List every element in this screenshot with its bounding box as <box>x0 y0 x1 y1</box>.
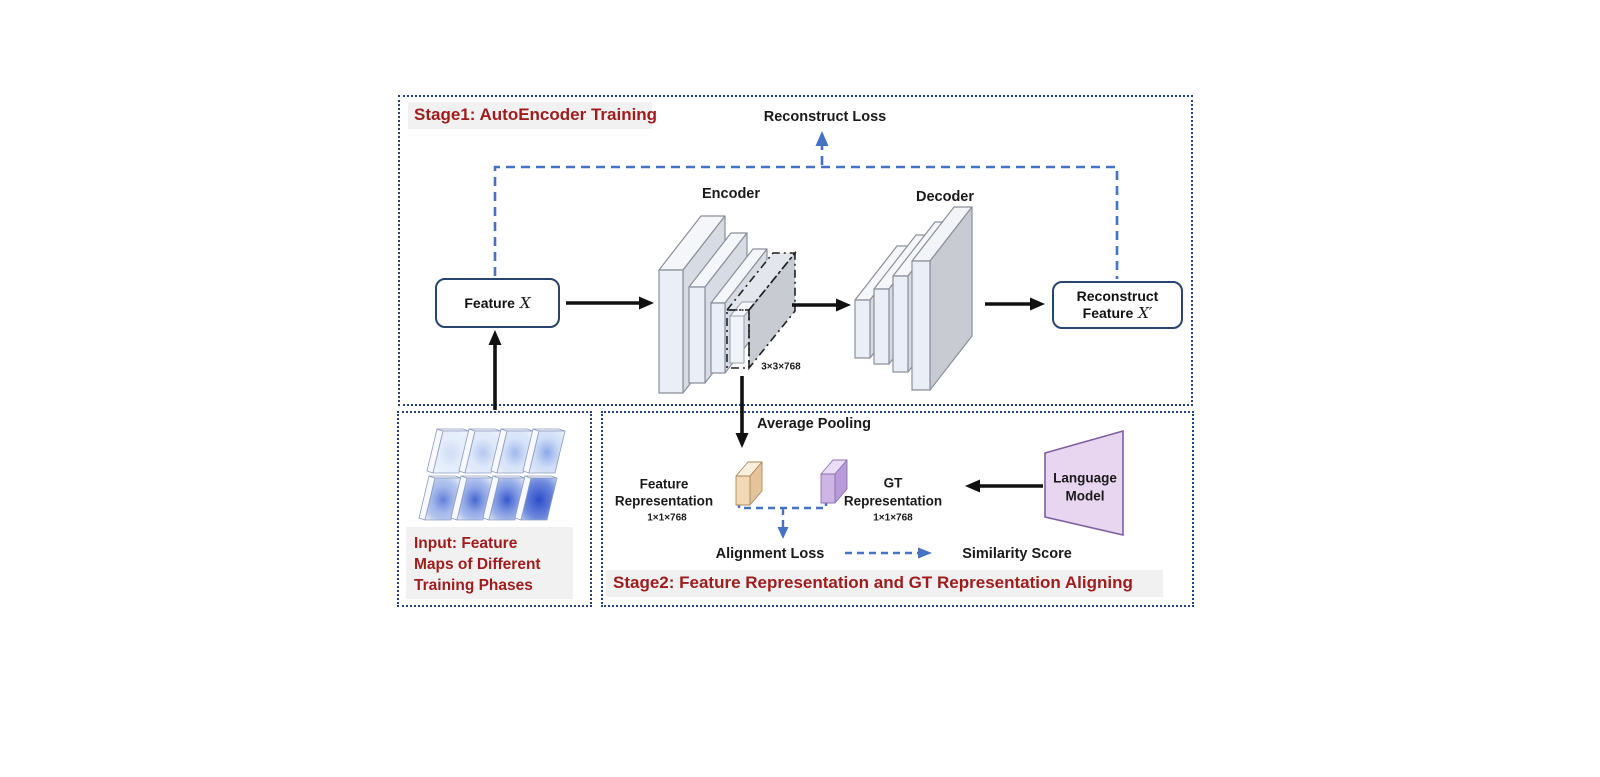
input-caption-bar <box>406 527 573 599</box>
feature-x-label: Feature <box>464 294 515 311</box>
reconstruct-feature-line1: Reconstruct <box>1076 288 1159 304</box>
decoder-stack <box>854 206 973 391</box>
gt-rep-box <box>820 459 848 504</box>
blue-arrowhead-down <box>777 527 789 539</box>
stage1-title-bar <box>408 102 652 129</box>
reconstruct-feature-symbol: X′ <box>1138 304 1153 322</box>
feature-rep-line1: Feature <box>639 476 689 492</box>
reconstruct-feature-line2: Feature <box>1082 305 1134 321</box>
feature-map-card <box>450 475 494 521</box>
average-pooling-label: Average Pooling <box>757 416 871 432</box>
latent-dashed-box <box>725 250 797 371</box>
stage1-title: Stage1: AutoEncoder Training <box>414 105 658 124</box>
feature-map-card <box>458 428 502 474</box>
reconstruct-feature-box: Reconstruct Feature X′ <box>1052 281 1183 329</box>
feature-map-card <box>490 428 534 474</box>
feature-x-symbol: X <box>519 293 531 312</box>
blue-arrowhead-right <box>918 547 932 559</box>
language-model-trapezoid <box>1044 429 1124 537</box>
similarity-score-label: Similarity Score <box>962 546 1072 562</box>
flow-arrows <box>488 296 1045 493</box>
alignment-loss-label: Alignment Loss <box>715 546 825 562</box>
input-caption-line3: Training Phases <box>414 577 533 594</box>
gt-rep-line1: GT <box>883 475 903 491</box>
input-caption: Input: Feature Maps of Different Trainin… <box>414 533 541 596</box>
feature-map-card <box>514 475 558 521</box>
input-frame <box>397 411 592 607</box>
feature-rep-box <box>735 461 763 506</box>
encoder-label: Encoder <box>701 186 761 202</box>
feature-rep-line2: Representation <box>614 493 714 509</box>
feature-map-grid <box>418 428 566 521</box>
language-model-line2: Model <box>1065 488 1105 504</box>
blue-arrowhead-up <box>815 131 829 146</box>
input-caption-line1: Input: Feature <box>414 535 518 552</box>
stage2-frame <box>601 411 1194 607</box>
reconstruct-loss-label: Reconstruct Loss <box>763 109 887 125</box>
gt-rep-line2: Representation <box>843 493 943 509</box>
reconstruct-loss-dashed-path <box>493 144 1119 279</box>
stage1-frame <box>398 95 1193 406</box>
stage2-title-bar <box>606 570 1163 597</box>
decoder-label: Decoder <box>915 189 975 205</box>
language-model-line1: Language <box>1053 470 1117 486</box>
stage2-title: Stage2: Feature Representation and GT Re… <box>613 573 1133 592</box>
latent-dims-label: 3×3×768 <box>761 361 801 373</box>
feature-map-card <box>426 428 470 474</box>
feature-map-card <box>522 428 566 474</box>
feature-rep-dims: 1×1×768 <box>647 512 687 524</box>
feature-x-box: Feature X <box>435 278 560 328</box>
feature-map-card <box>418 475 462 521</box>
gt-rep-dims: 1×1×768 <box>873 512 913 524</box>
input-caption-line2: Maps of Different <box>414 556 541 573</box>
